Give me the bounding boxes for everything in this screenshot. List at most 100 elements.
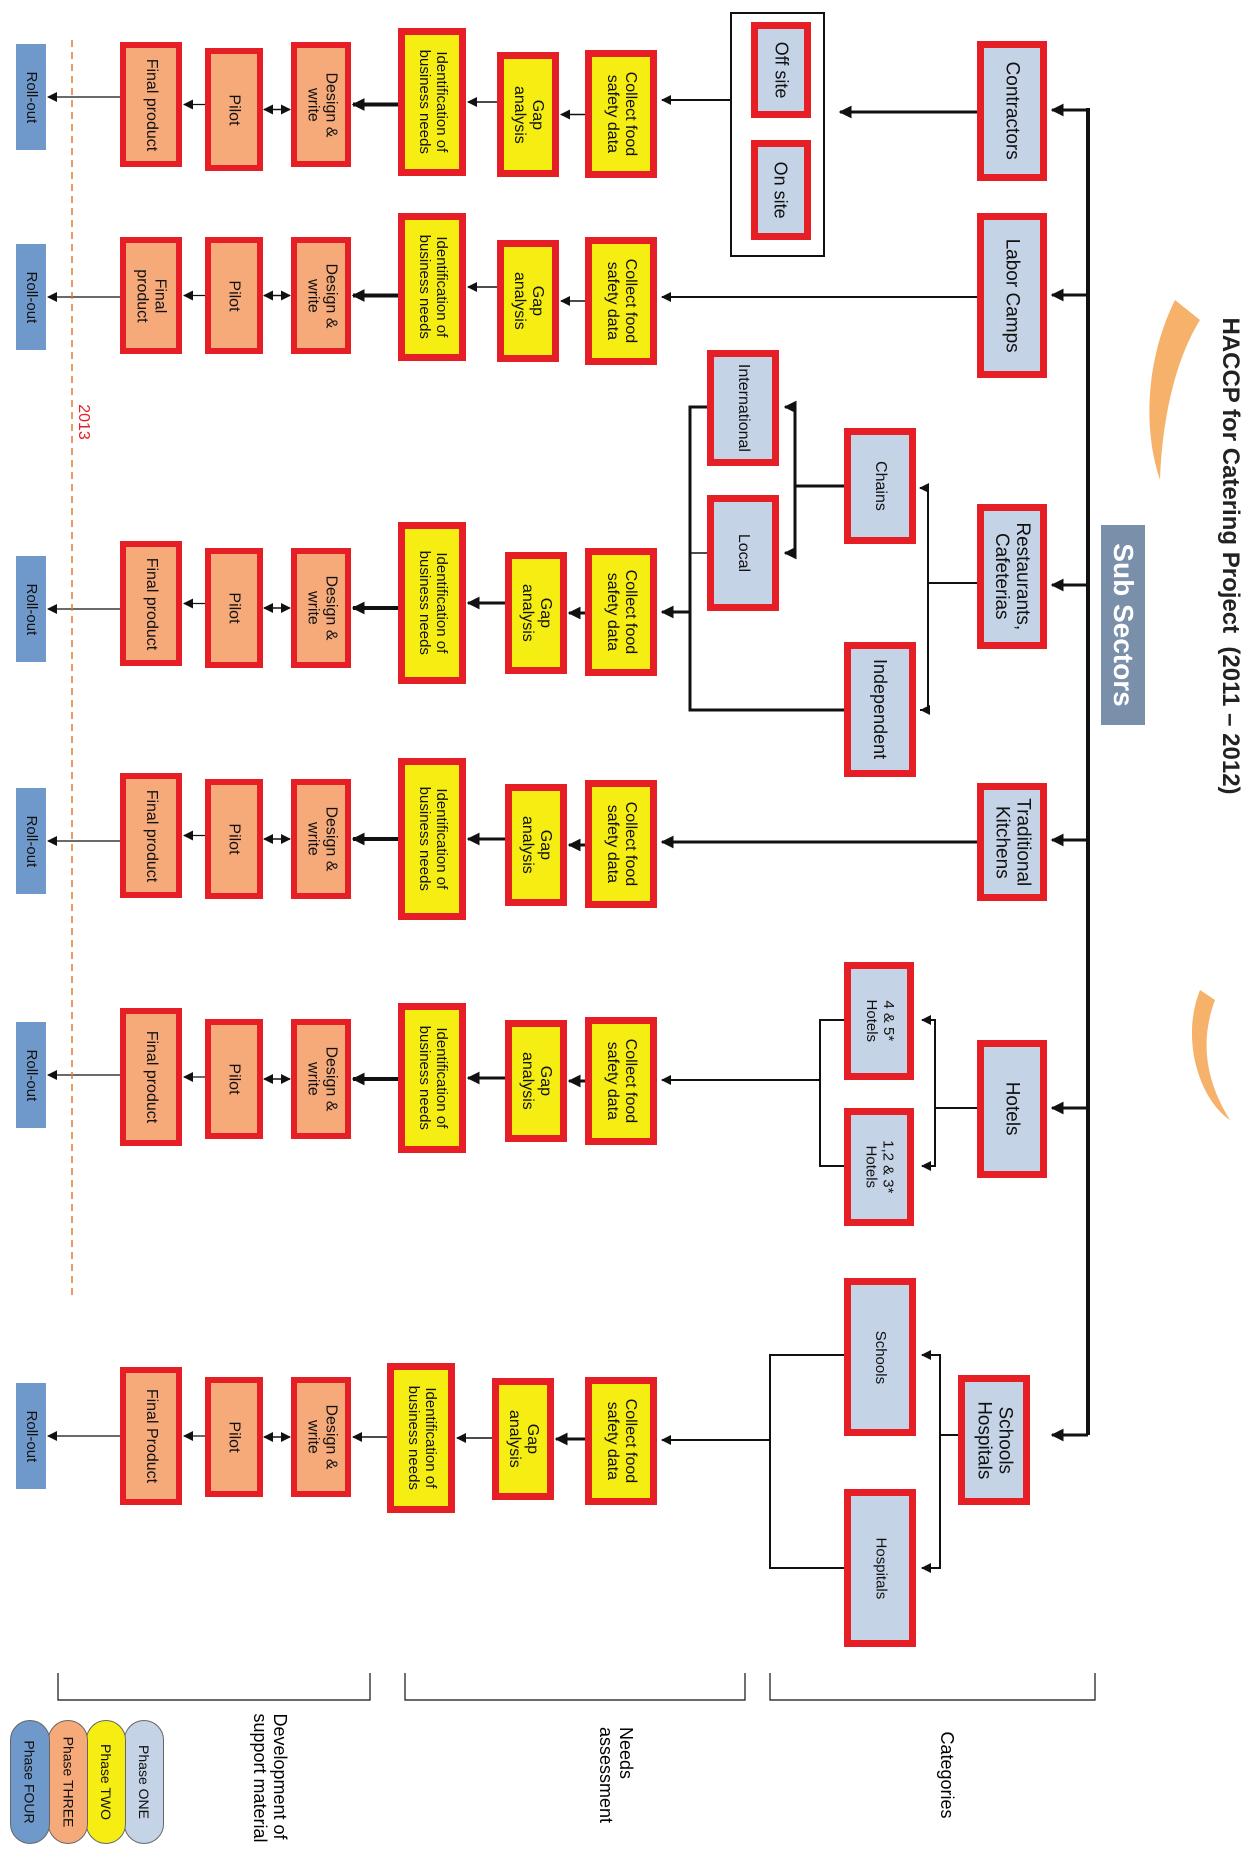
col3-design-write: Design & write [291, 548, 351, 668]
col6-roll-out: Roll-out [16, 1383, 46, 1489]
col3-collect-food-safety-data-label: Collect food safety data [604, 569, 639, 655]
sub-hospitals-label: Hospitals [872, 1537, 890, 1599]
col4-gap-analysis-label: Gap analysis [519, 816, 554, 874]
section-categories: Categories [937, 1731, 958, 1819]
sub-sectors-label: Sub Sectors [1101, 525, 1145, 725]
col4-design-write: Design & write [291, 779, 351, 899]
col3-roll-out: Roll-out [16, 556, 46, 662]
legend-phase-2: Phase TWO [86, 1720, 126, 1844]
sub-local-label: Local [734, 533, 752, 573]
col4-pilot: Pilot [205, 779, 263, 899]
col4-roll-out-label: Roll-out [23, 815, 41, 867]
col2-identification-business-needs: Identification of business needs [398, 213, 466, 361]
col4-roll-out: Roll-out [16, 788, 46, 894]
sub-local: Local [707, 495, 779, 611]
col4-final-product: Final product [120, 773, 182, 898]
col3-final-product-label: Final product [142, 557, 160, 650]
col1-roll-out-label: Roll-out [23, 71, 41, 123]
sub-international: International [707, 350, 779, 466]
col6-gap-analysis-label: Gap analysis [506, 1410, 541, 1468]
sub-chains: Chains [844, 428, 916, 544]
col5-design-write-label: Design & write [304, 1046, 339, 1112]
restaurants-to-chains [919, 483, 977, 584]
legend-phase-label: Phase TWO [98, 1744, 114, 1820]
col5-final-product: Final product [120, 1008, 182, 1146]
col5-roll-out: Roll-out [16, 1022, 46, 1128]
sub-off-site: Off site [751, 22, 811, 118]
col2-roll-out-label: Roll-out [23, 271, 41, 323]
sub-hotels-45: 4 & 5* Hotels [844, 962, 914, 1080]
col5-gap-analysis: Gap analysis [505, 1020, 567, 1142]
legend-phase-4: Phase FOUR [10, 1720, 50, 1844]
category-labor-label: Labor Camps [1001, 238, 1023, 353]
col5-pilot: Pilot [205, 1019, 263, 1139]
col6-design-write-label: Design & write [304, 1404, 339, 1470]
page-title: HACCP for Catering Project (2011 – 2012) [1217, 317, 1244, 795]
sub-on-site: On site [751, 140, 811, 240]
col1-identification-business-needs: Identification of business needs [398, 28, 466, 176]
col5-collect-food-safety-data: Collect food safety data [585, 1017, 657, 1145]
col4-final-product-label: Final product [142, 789, 160, 882]
bracket-needs [404, 1673, 746, 1701]
col3-gap-analysis: Gap analysis [505, 552, 567, 674]
col4-identification-business-needs-label: Identification of business needs [416, 786, 450, 892]
category-schoolshosp: Schools Hospitals [958, 1375, 1030, 1505]
col2-identification-business-needs-label: Identification of business needs [416, 234, 450, 340]
col3-identification-business-needs: Identification of business needs [398, 522, 466, 684]
col3-roll-out-label: Roll-out [23, 583, 41, 635]
col3-design-write-label: Design & write [304, 575, 339, 641]
category-restaurants-label: Restaurants, Cafeterias [991, 522, 1034, 631]
col3-pilot-label: Pilot [225, 592, 243, 624]
category-contractors-label: Contractors [1001, 61, 1023, 161]
col2-final-product-label: Final product [134, 268, 169, 323]
col5-final-product-label: Final product [142, 1030, 160, 1124]
col4-pilot-label: Pilot [225, 823, 243, 855]
col4-identification-business-needs: Identification of business needs [398, 758, 466, 920]
category-contractors: Contractors [977, 41, 1047, 181]
sub-hotels-123: 1,2 & 3* Hotels [844, 1108, 914, 1226]
col4-collect-food-safety-data-label: Collect food safety data [604, 801, 639, 887]
legend-phase-1: Phase ONE [124, 1720, 164, 1844]
col1-collect-food-safety-data-label: Collect food safety data [604, 71, 639, 157]
col5-pilot-label: Pilot [225, 1063, 243, 1095]
col1-design-write: Design & write [291, 42, 351, 167]
col2-collect-food-safety-data-label: Collect food safety data [604, 258, 639, 344]
col2-design-write-label: Design & write [304, 263, 339, 328]
swoosh-top [1149, 300, 1200, 480]
col2-final-product: Final product [120, 237, 182, 354]
col6-final-product: Final Product [120, 1367, 182, 1505]
col6-final-product-label: Final Product [142, 1388, 160, 1484]
col6-design-write: Design & write [291, 1377, 351, 1497]
bracket-development [57, 1673, 371, 1701]
col2-design-write: Design & write [291, 237, 351, 354]
category-hotels-label: Hotels [1001, 1082, 1023, 1136]
legend-phase-label: Phase THREE [60, 1736, 76, 1828]
hotels-to-123 [921, 1108, 936, 1171]
col6-identification-business-needs-label: Identification of business needs [405, 1385, 439, 1491]
col6-identification-business-needs: Identification of business needs [387, 1363, 455, 1513]
sub-hospitals: Hospitals [844, 1489, 916, 1647]
col5-gap-analysis-label: Gap analysis [519, 1052, 554, 1110]
col2-collect-food-safety-data: Collect food safety data [585, 237, 657, 365]
col2-gap-analysis-label: Gap analysis [511, 272, 546, 330]
col3-pilot: Pilot [205, 548, 263, 668]
swoosh-bottom [1191, 990, 1230, 1120]
col5-collect-food-safety-data-label: Collect food safety data [604, 1038, 639, 1124]
sub-schools: Schools [844, 1278, 916, 1436]
col1-gap-analysis-label: Gap analysis [511, 85, 546, 144]
col1-collect-food-safety-data: Collect food safety data [585, 50, 657, 178]
col1-final-product: Final product [120, 42, 182, 167]
sub-hotels-123-label: 1,2 & 3* Hotels [863, 1140, 897, 1194]
col5-identification-business-needs-label: Identification of business needs [416, 1025, 450, 1131]
bracket-categories [769, 1673, 1096, 1701]
col1-final-product-label: Final product [142, 58, 160, 151]
col1-identification-business-needs-label: Identification of business needs [416, 49, 450, 155]
sub-independent: Independent [844, 642, 916, 777]
section-development: Development of support material [250, 1713, 290, 1843]
col2-gap-analysis: Gap analysis [497, 240, 559, 362]
category-restaurants: Restaurants, Cafeterias [977, 504, 1047, 649]
category-schoolshosp-label: Schools Hospitals [973, 1400, 1016, 1480]
col6-pilot: Pilot [205, 1377, 263, 1497]
col6-collect-food-safety-data-label: Collect food safety data [604, 1398, 639, 1484]
